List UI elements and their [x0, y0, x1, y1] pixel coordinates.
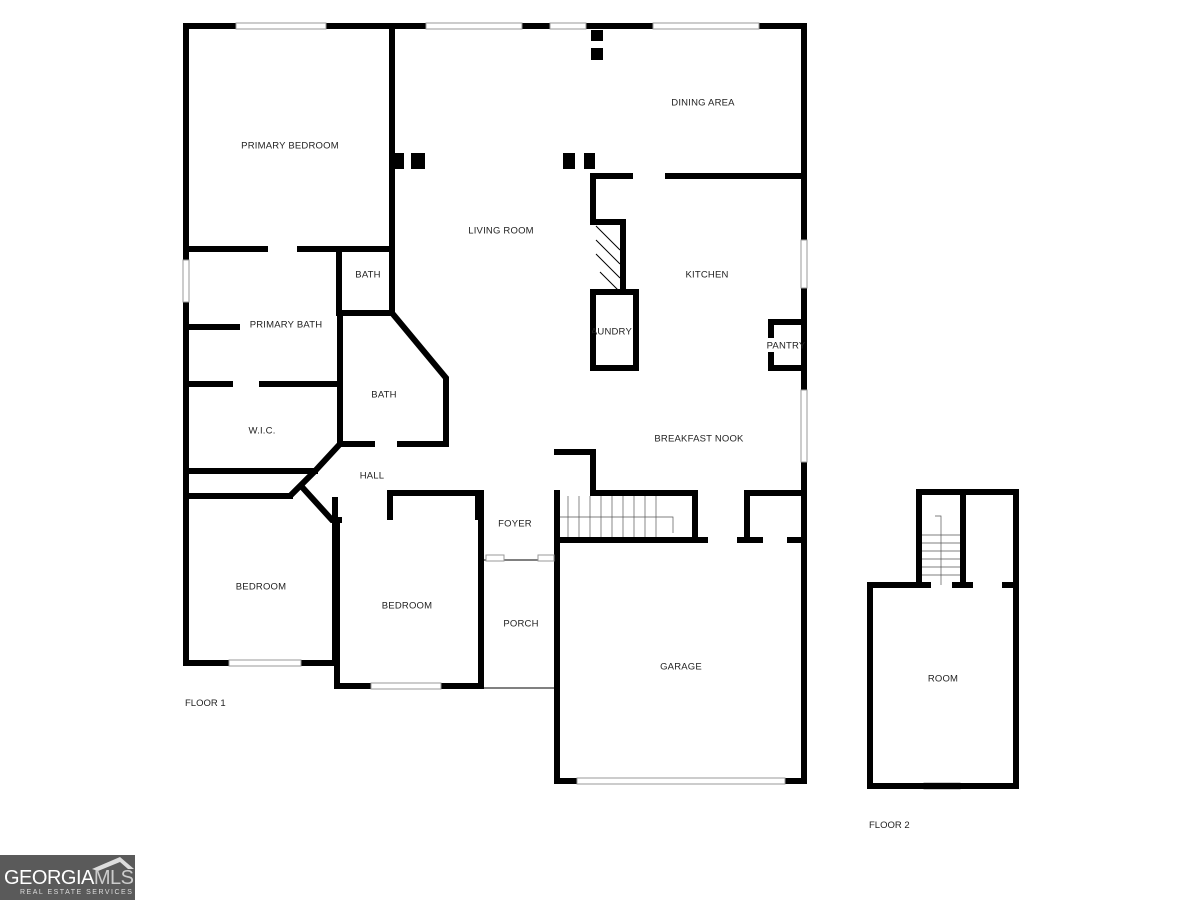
walls-floor-2	[867, 489, 1019, 789]
room-label-primary-bedroom: PRIMARY BEDROOM	[241, 140, 339, 152]
walls-floor-1	[183, 23, 807, 784]
floor-1-label: FLOOR 1	[185, 698, 226, 709]
room-label-bedroom-2: BEDROOM	[381, 600, 433, 612]
windows	[182, 22, 961, 790]
room-label-bedroom-1: BEDROOM	[235, 581, 287, 593]
room-label-living-room: LIVING ROOM	[468, 225, 534, 237]
room-label-garage: GARAGE	[660, 661, 702, 673]
room-label-room: ROOM	[927, 673, 959, 685]
room-label-kitchen: KITCHEN	[685, 269, 729, 281]
room-label-foyer: FOYER	[498, 518, 532, 530]
logo-text: GEORGIAMLS	[4, 867, 134, 889]
pillars	[394, 30, 603, 169]
stairs-floor-2	[922, 515, 960, 585]
room-label-wic: W.I.C.	[248, 425, 276, 437]
room-label-bath: BATH	[371, 389, 397, 401]
room-label-breakfast-nook: BREAKFAST NOOK	[654, 433, 744, 445]
room-label-bath-small: BATH	[355, 269, 381, 281]
stairs-floor-1	[560, 496, 674, 537]
roof-icon	[92, 857, 134, 871]
room-label-porch: PORCH	[503, 618, 539, 630]
georgia-mls-logo: GEORGIAMLS REAL ESTATE SERVICES	[0, 855, 135, 900]
room-label-primary-bath: PRIMARY BATH	[249, 319, 323, 331]
room-label-hall: HALL	[359, 470, 385, 482]
logo-subtext: REAL ESTATE SERVICES	[20, 889, 134, 896]
room-label-dining-area: DINING AREA	[671, 97, 735, 109]
room-label-laundry: LAUNDRY	[592, 326, 632, 338]
room-label-pantry: PANTRY	[766, 340, 806, 352]
floor-2-label: FLOOR 2	[869, 820, 910, 831]
